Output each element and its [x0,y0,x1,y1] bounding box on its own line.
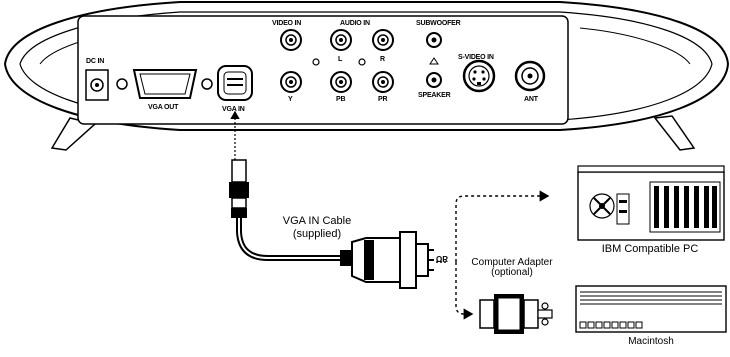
y-label: Y [288,96,293,103]
vga-cable-name: VGA IN Cable [282,215,352,227]
rca-jacks [280,29,394,93]
pr-jack [372,71,394,93]
video-in-jack [280,29,302,51]
vga-out-port [116,69,213,99]
video-in-label: VIDEO IN [272,20,302,27]
adapter-name: Computer Adapter [471,257,553,268]
speaker-jack [426,72,442,88]
vga-cable-connector [340,231,434,289]
pr-label: PR [378,96,388,103]
l-label: L [338,56,343,63]
computer-adapter [479,294,553,334]
pb-jack [330,71,352,93]
pb-label: PB [336,96,346,103]
macintosh-label: Macintosh [628,336,674,347]
mini-jacks [426,32,442,88]
s-video-in-port [462,59,496,93]
vga-out-label: VGA OUT [148,104,179,111]
vga-in-port [217,65,253,101]
macintosh-icon [575,285,727,333]
speaker-label: SPEAKER [418,92,451,99]
s-video-in-label: S-VIDEO IN [458,54,494,61]
vga-in-label: VGA IN [222,106,245,113]
or-label: OR [436,255,448,264]
vga-in-cable [229,159,340,261]
subwoofer-jack [426,32,442,48]
adapter-caption: Computer Adapter (optional) [452,258,572,278]
ibm-pc-label: IBM Compatible PC [601,243,699,255]
vga-cable-caption: VGA IN Cable (supplied) [262,216,372,240]
audio-in-label: AUDIO IN [340,20,370,27]
ibm-pc-icon [577,165,725,241]
ant-label: ANT [524,96,538,103]
subwoofer-label: SUBWOOFER [416,20,461,27]
audio-l-jack [330,29,352,51]
dc-in-label: DC IN [86,58,105,65]
r-label: R [380,56,385,63]
or-branch [436,190,550,320]
adapter-note: (optional) [491,267,533,278]
vga-cable-note: (supplied) [292,228,342,240]
pc-fan-icon [589,193,615,219]
y-jack [280,71,302,93]
dc-in-jack [85,69,109,101]
ant-port [514,60,546,92]
audio-r-jack [372,29,394,51]
